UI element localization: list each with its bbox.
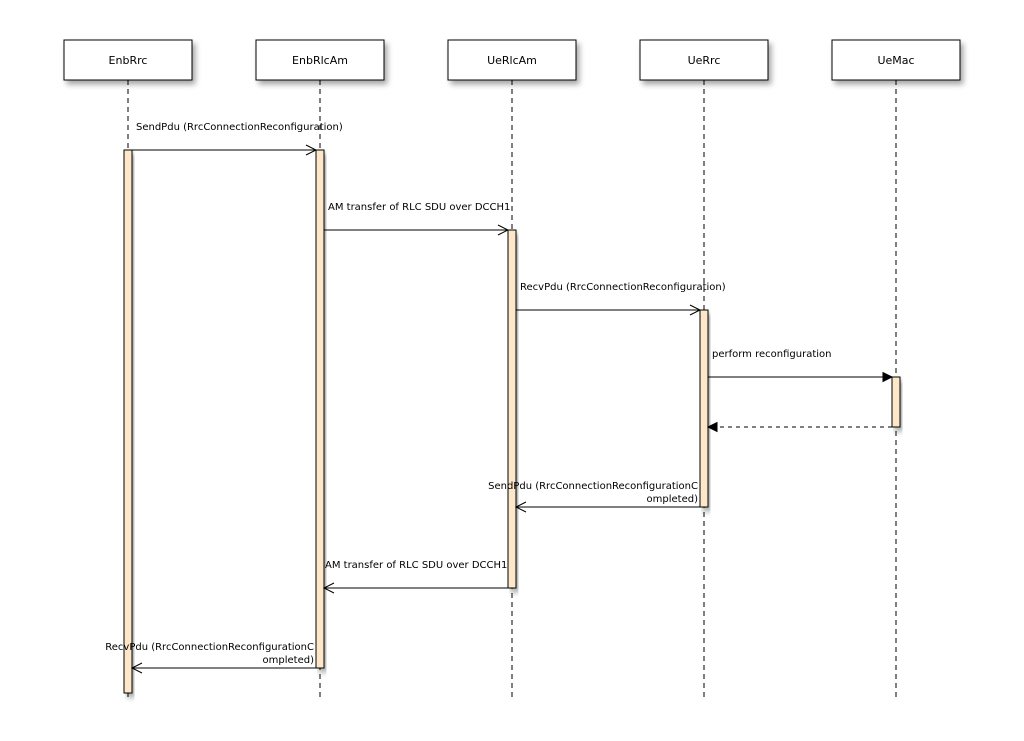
message-label: AM transfer of RLC SDU over DCCH1 (325, 560, 507, 571)
lifeline-label-enbrrc: EnbRrc (109, 54, 148, 67)
message-4: perform reconfiguration (708, 349, 894, 383)
arrowhead-filled-icon (706, 421, 718, 433)
lifeline-box-rect (639, 39, 769, 81)
arrowhead-open-icon (130, 662, 143, 674)
lifeline-box-uerrc: UeRrc (639, 39, 769, 81)
lifeline-box-rect (831, 39, 961, 81)
lifeline-box-uemac: UeMac (831, 39, 961, 81)
lifeline-uemac: UeMac (831, 39, 961, 700)
lifeline-uerlcam: UeRlcAm (447, 39, 577, 700)
message-3: RecvPdu (RrcConnectionReconfiguration) (516, 282, 726, 316)
lifeline-enbrlcam: EnbRlcAm (255, 39, 385, 700)
message-label-line-1: RecvPdu (RrcConnectionReconfigurationC (105, 642, 314, 653)
lifeline-enbrrc: EnbRrc (63, 39, 193, 700)
message-label: RecvPdu (RrcConnectionReconfiguration) (520, 282, 726, 293)
message-1: SendPdu (RrcConnectionReconfiguration) (132, 122, 343, 156)
message-label: AM transfer of RLC SDU over DCCH1 (328, 202, 510, 213)
message-6: SendPdu (RrcConnectionReconfigurationC om… (488, 481, 700, 513)
message-8: RecvPdu (RrcConnectionReconfigurationC om… (105, 642, 316, 674)
activation-bar-uerlcam (507, 229, 517, 589)
message-label-line-2: ompleted) (647, 494, 699, 505)
lifeline-label-uemac: UeMac (877, 54, 914, 67)
lifeline-box-rect (255, 39, 385, 81)
lifeline-box-rect (447, 39, 577, 81)
activation-bar-enbrlcam (315, 149, 325, 669)
arrowhead-filled-icon (882, 371, 894, 383)
lifeline-box-enbrrc: EnbRrc (63, 39, 193, 81)
lifeline-label-enbrlcam: EnbRlcAm (292, 54, 348, 67)
activation-bar-uemac (891, 376, 901, 428)
message-label: SendPdu (RrcConnectionReconfiguration) (136, 122, 343, 133)
lifeline-box-rect (63, 39, 193, 81)
message-label-line-2: ompleted) (263, 655, 315, 666)
message-label-line-1: SendPdu (RrcConnectionReconfigurationC (488, 481, 698, 492)
lifeline-box-uerlcam: UeRlcAm (447, 39, 577, 81)
lifeline-label-uerlcam: UeRlcAm (487, 54, 537, 67)
arrowhead-open-icon (305, 144, 318, 156)
message-label: perform reconfiguration (712, 349, 831, 360)
activation-bar-uerrc (699, 309, 709, 508)
message-5 (706, 421, 892, 433)
lifeline-box-enbrlcam: EnbRlcAm (255, 39, 385, 81)
message-7: AM transfer of RLC SDU over DCCH1 (322, 560, 508, 594)
message-2: AM transfer of RLC SDU over DCCH1 (324, 202, 510, 236)
arrowhead-open-icon (514, 501, 527, 513)
arrowhead-open-icon (497, 224, 510, 236)
lifeline-label-uerrc: UeRrc (688, 54, 721, 67)
arrowhead-open-icon (689, 304, 702, 316)
activation-bar-enbrrc (123, 149, 133, 694)
arrowhead-open-icon (322, 582, 335, 594)
